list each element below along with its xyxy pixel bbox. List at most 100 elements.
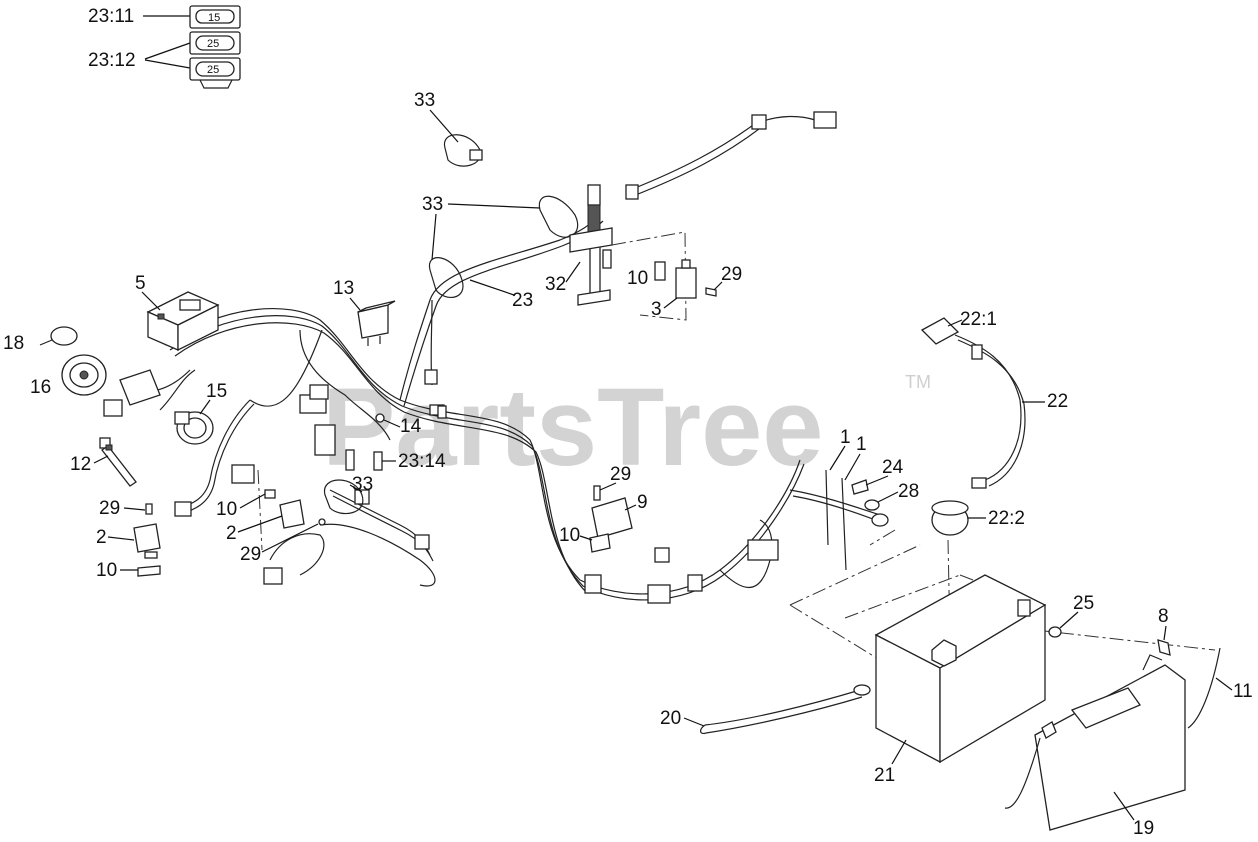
connector-clip-f[interactable] [625, 184, 639, 200]
connector-plug-c[interactable] [647, 584, 671, 604]
connector-clip-d[interactable] [584, 574, 602, 594]
bracket-10-top[interactable] [654, 261, 666, 281]
callout-24: 24 [882, 457, 904, 478]
screw-29-right[interactable] [593, 485, 601, 501]
callouts: 33 33 23 32 10 3 29 5 13 18 16 15 14 23:… [3, 90, 1253, 839]
callout-23: 23 [512, 290, 533, 311]
harness-connectors[interactable] [174, 111, 837, 604]
cable-tie-33-mid [538, 195, 579, 238]
callout-14: 14 [400, 416, 422, 437]
cable-tie-33-low [324, 479, 364, 515]
hour-meter-15[interactable] [174, 411, 214, 445]
connector-block-b[interactable] [309, 384, 329, 400]
sensor-12[interactable] [99, 437, 137, 487]
fuse-15a[interactable]: 15 [189, 5, 241, 29]
switch-2-left-assembly[interactable] [133, 503, 161, 577]
wire-harness-23[interactable] [129, 115, 881, 601]
cable-ties-1[interactable] [825, 469, 847, 571]
callout-29-center: 29 [240, 544, 261, 565]
callout-1-right: 1 [856, 434, 867, 455]
bracket-10-right[interactable] [589, 533, 611, 553]
clip-8[interactable] [1157, 639, 1171, 656]
callout-2-left: 2 [96, 527, 107, 548]
terminal-hardware[interactable] [851, 479, 889, 527]
callout-10-left: 10 [96, 560, 117, 581]
callout-22-1: 22:1 [960, 309, 997, 330]
screw-29-left[interactable] [145, 503, 153, 515]
controller-module-5[interactable] [146, 291, 220, 352]
callout-10-top: 10 [627, 268, 648, 289]
nut-25[interactable] [1048, 626, 1062, 638]
fuse-legend: 23:11 15 23:12 25 25 [88, 5, 241, 89]
ignition-switch-16[interactable] [61, 354, 161, 417]
switch-9-assembly[interactable] [589, 485, 633, 553]
callout-3: 3 [651, 299, 662, 320]
connector-plug-d[interactable] [263, 567, 283, 585]
screw-14[interactable] [375, 413, 385, 423]
callout-29-right: 29 [610, 464, 631, 485]
fuse-rating-15: 15 [208, 12, 220, 24]
relay-13[interactable] [357, 300, 396, 346]
screw-29-top[interactable] [705, 287, 717, 297]
callout-33-top: 33 [414, 90, 435, 111]
fuse-callout-23-11: 23:11 [88, 6, 134, 27]
battery-cable-22[interactable] [920, 317, 1026, 536]
nut-28[interactable] [864, 499, 880, 511]
connector-clip-g[interactable] [414, 534, 430, 550]
fuse-23-14-holder-b[interactable] [373, 451, 383, 471]
connector-block-c[interactable] [314, 424, 336, 456]
callout-5: 5 [135, 273, 146, 294]
watermark-trademark: TM [905, 372, 931, 392]
callout-25: 25 [1073, 593, 1094, 614]
parts-tree-watermark: PartsTree [322, 366, 823, 489]
callout-29-left: 29 [99, 498, 120, 519]
switch-2-left[interactable] [133, 523, 161, 553]
switch-9[interactable] [591, 497, 633, 539]
callout-9: 9 [637, 492, 648, 513]
callout-10-right: 10 [559, 525, 580, 546]
callout-15: 15 [206, 381, 227, 402]
connector-clip-c[interactable] [654, 547, 670, 563]
hold-down-rod-11[interactable] [1187, 647, 1221, 729]
connector-end-top[interactable] [813, 111, 837, 129]
ignition-key-18[interactable] [39, 326, 78, 346]
battery-21[interactable] [874, 574, 1047, 764]
callout-22: 22 [1047, 391, 1068, 412]
switch-2-center[interactable] [279, 499, 305, 529]
ring-terminal[interactable] [871, 513, 889, 527]
battery-cable-20[interactable] [700, 684, 871, 735]
screw-29-center[interactable] [318, 518, 326, 526]
switch-3-assembly[interactable] [611, 231, 717, 321]
bracket-32[interactable] [569, 184, 613, 306]
fuse-rating-25-second: 25 [207, 64, 219, 76]
bracket-10-center[interactable] [264, 489, 276, 499]
callout-20: 20 [660, 708, 681, 729]
connector-plug-b[interactable] [174, 501, 192, 517]
switch-2-center-assembly[interactable] [257, 469, 326, 551]
bracket-10-left[interactable] [137, 565, 161, 577]
clip-14[interactable] [437, 405, 447, 419]
switch-3[interactable] [675, 267, 697, 299]
bolt-24[interactable] [851, 479, 869, 495]
callout-33-mid: 33 [422, 194, 443, 215]
fuse-23-14-holder-a[interactable] [345, 449, 355, 471]
callout-1-left: 1 [840, 427, 851, 448]
callout-10-center: 10 [216, 499, 237, 520]
connector-plug-a[interactable] [231, 464, 255, 484]
fuse-25a-first[interactable]: 25 [189, 31, 241, 55]
callout-22-2: 22:2 [988, 508, 1025, 529]
connector-clip-b[interactable] [424, 369, 438, 385]
callout-13: 13 [333, 278, 354, 299]
callout-8: 8 [1158, 606, 1169, 627]
callout-21: 21 [874, 765, 895, 786]
callout-19: 19 [1133, 818, 1154, 839]
battery-cover-19[interactable] [1004, 654, 1186, 831]
connector-block-d[interactable] [747, 539, 779, 561]
connector-clip-e[interactable] [687, 574, 703, 592]
fuse-25a-second[interactable]: 25 [189, 57, 241, 89]
terminal-boot-22-1[interactable] [920, 317, 960, 345]
connector-clip-top[interactable] [751, 114, 767, 130]
cable-ties-33[interactable] [324, 134, 579, 515]
callout-28: 28 [898, 481, 919, 502]
